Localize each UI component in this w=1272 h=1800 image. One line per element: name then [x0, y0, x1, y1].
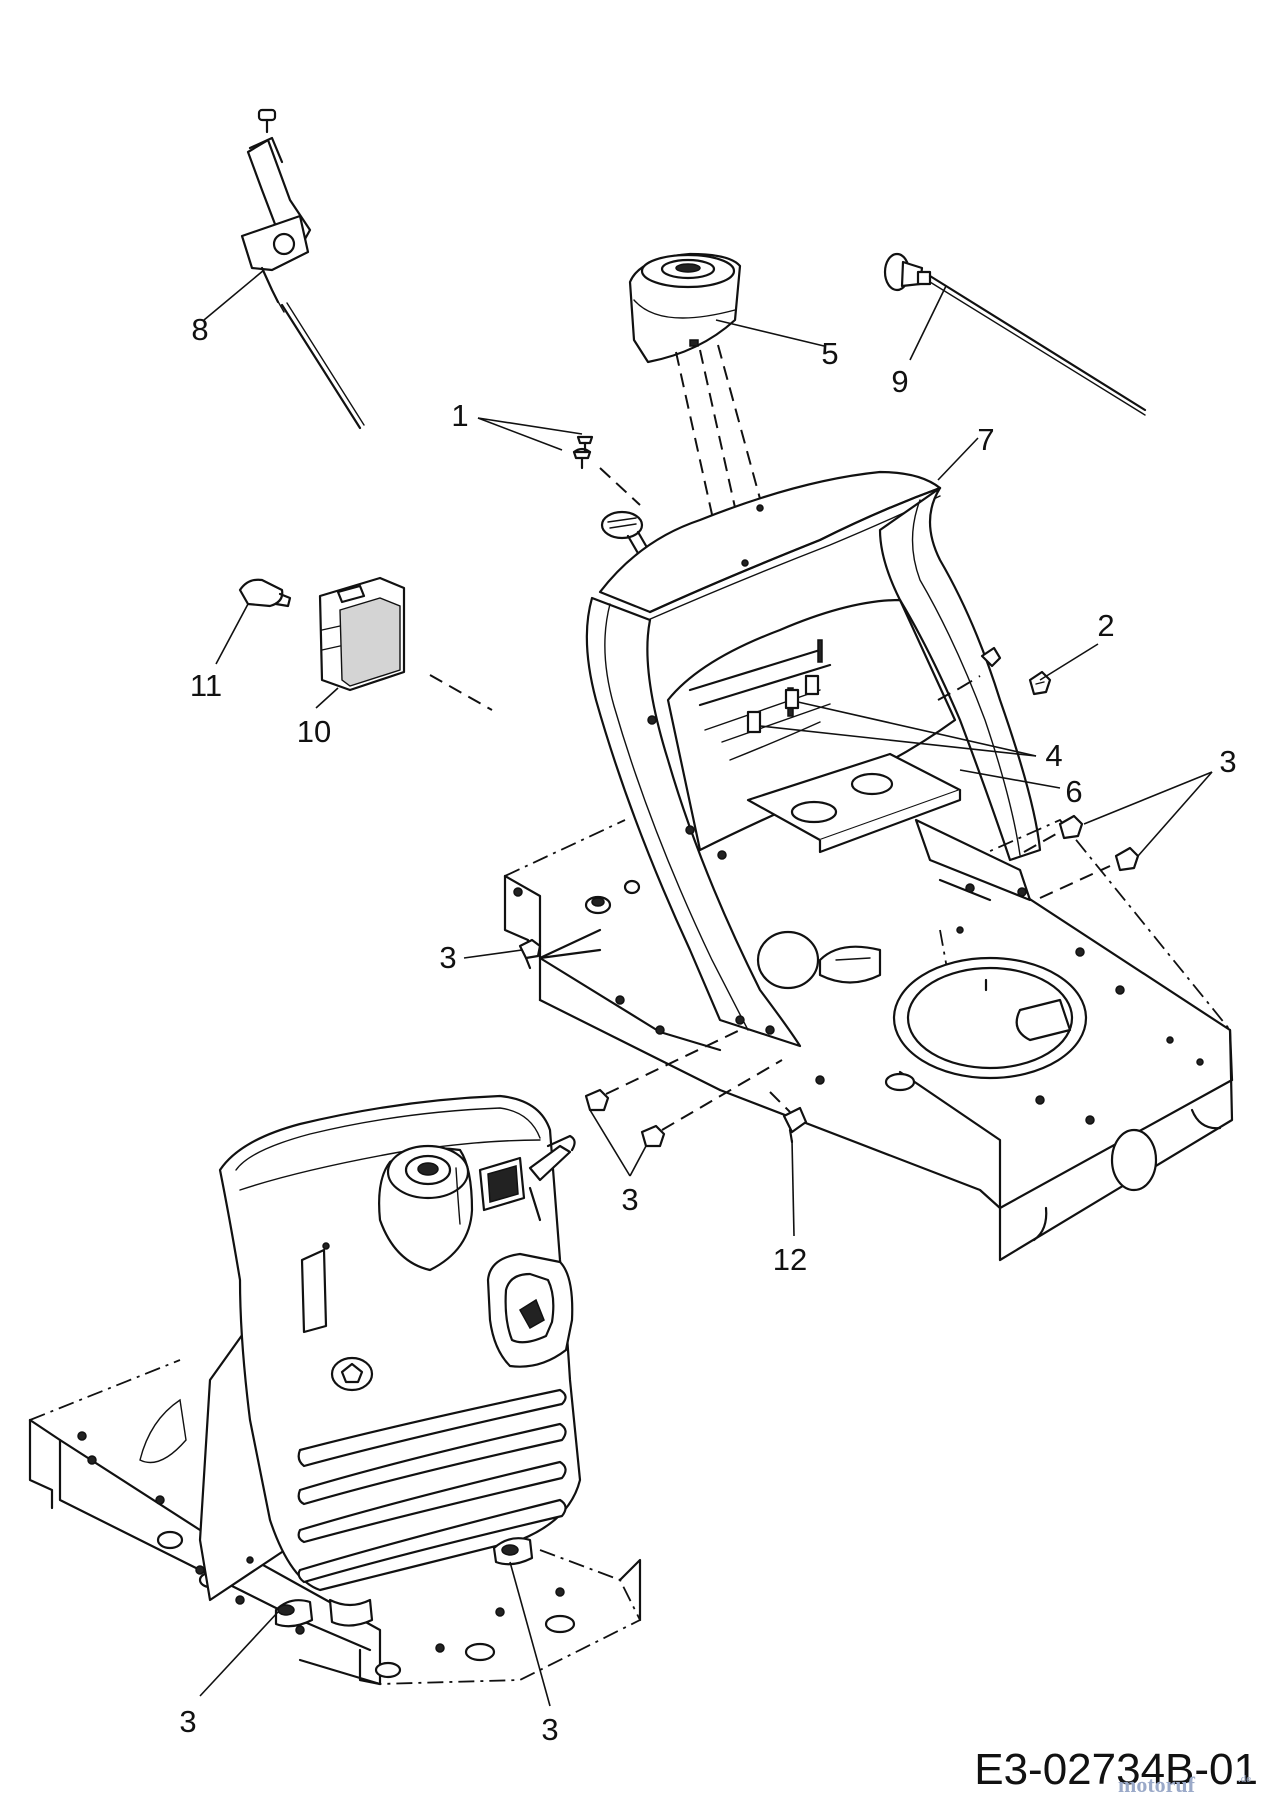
callout-10: 10: [297, 714, 331, 749]
callout-4: 4: [1045, 738, 1062, 773]
callout-3-left: 3: [439, 940, 456, 975]
bolts-part-3-right: [1023, 814, 1140, 899]
screws-part-1: [572, 435, 594, 470]
watermark-brand: motoruf: [1118, 1772, 1196, 1797]
watermark-suffix: .de: [1238, 1773, 1251, 1785]
callout-11: 11: [190, 668, 222, 703]
callout-7: 7: [977, 422, 994, 457]
bolt-part-3-left: [518, 938, 542, 970]
bolts-part-4: [746, 674, 820, 734]
steering-boot-part-5: [628, 252, 742, 364]
callout-3-bottom-left: 3: [179, 1704, 196, 1739]
callout-6: 6: [1065, 774, 1082, 809]
callout-3-lower-middle: 3: [621, 1182, 638, 1217]
callout-2: 2: [1097, 608, 1114, 643]
clip-part-12: [769, 1091, 808, 1144]
shift-knob: [600, 510, 662, 576]
callout-12: 12: [773, 1242, 807, 1277]
assembled-view-lower: [28, 1094, 642, 1686]
leader-lines: [199, 269, 1213, 1707]
tractor-frame-upper: [503, 818, 1234, 1262]
callout-8: 8: [191, 312, 208, 347]
bolts-part-3-lower: [584, 1029, 783, 1148]
dash-panel-part-7: [585, 470, 1042, 1048]
watermark: motoruf .de: [1118, 1772, 1251, 1797]
throttle-lever-part-8: [240, 108, 365, 430]
ignition-key-part-11: [238, 578, 292, 608]
callout-labels: 1 2 3 3 3 3 3 4 5 6 7 8 9 10 11 12: [179, 312, 1236, 1747]
callout-3-bottom-right: 3: [541, 1712, 558, 1747]
callout-5: 5: [821, 336, 838, 371]
choke-cable-part-9: [883, 252, 1147, 416]
callout-3-right: 3: [1219, 744, 1236, 779]
switch-block-part-10: [318, 576, 406, 692]
drawing-code: E3-02734B-01: [974, 1745, 1258, 1794]
plate-part-6: [746, 752, 962, 854]
callout-9: 9: [891, 364, 908, 399]
callout-1: 1: [451, 398, 468, 433]
